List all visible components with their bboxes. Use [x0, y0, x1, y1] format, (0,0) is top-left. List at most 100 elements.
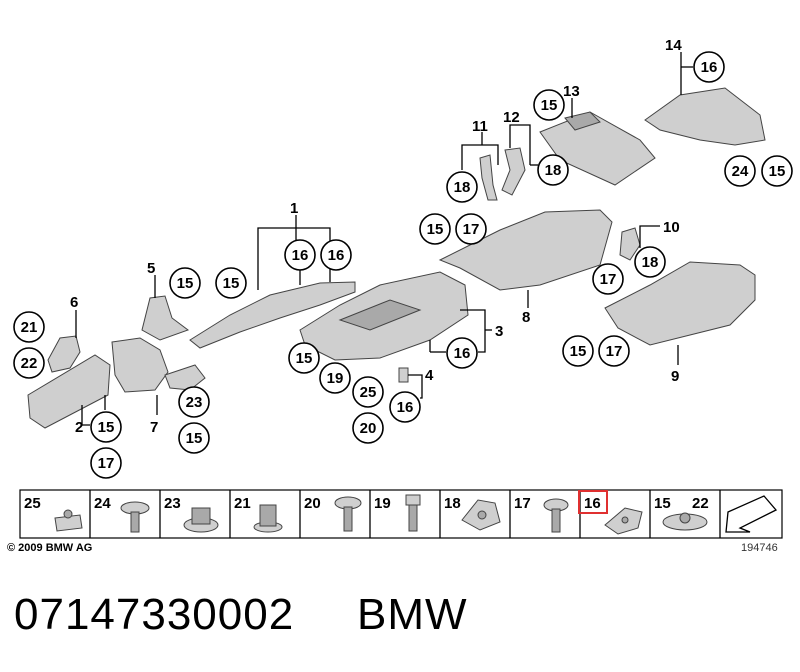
callout-16-a: 16: [693, 51, 725, 83]
callout-18-c: 18: [634, 246, 666, 278]
callout-19: 19: [319, 362, 351, 394]
label-5: 5: [147, 260, 155, 277]
strip-label-24: 24: [94, 495, 111, 512]
strip-label-21: 21: [234, 495, 251, 512]
callout-21: 21: [13, 311, 45, 343]
parts-strip: 25 24 23 21 20 19 18 17 16 15 22: [19, 489, 783, 539]
label-1: 1: [290, 200, 298, 217]
svg-text:17: 17: [98, 455, 115, 472]
callout-17-a: 17: [455, 213, 487, 245]
callout-18-b: 18: [537, 154, 569, 186]
part-7-bracket: [111, 337, 169, 393]
callout-15-d: 15: [562, 335, 594, 367]
strip-label-25: 25: [24, 495, 41, 512]
callout-23: 23: [178, 386, 210, 418]
callout-18-a: 18: [446, 171, 478, 203]
strip-icon-24-collar-screw: [120, 501, 150, 533]
copyright-notice: © 2009 BMW AG: [7, 542, 93, 554]
svg-text:17: 17: [606, 343, 623, 360]
callout-24-a: 24: [724, 155, 756, 187]
callout-16-b: 16: [446, 337, 478, 369]
part-6-bracket: [47, 335, 81, 373]
part-number: 07147330002: [14, 590, 295, 639]
callout-17-c: 17: [598, 335, 630, 367]
strip-icon-18-spring-nut: [461, 499, 501, 531]
strip-icon-17-screw: [543, 498, 569, 533]
label-7: 7: [150, 419, 158, 436]
drawing-number: 194746: [741, 542, 778, 554]
brand-name: BMW: [357, 590, 468, 639]
callout-15-f: 15: [169, 267, 201, 299]
part-1-long-shield: [189, 281, 356, 349]
strip-label-23: 23: [164, 495, 181, 512]
strip-icon-15-washer-nut: [662, 512, 708, 531]
strip-icon-20-screw: [334, 496, 362, 532]
part-8-shield: [438, 209, 613, 291]
svg-text:21: 21: [21, 319, 38, 336]
callout-15-g: 15: [288, 342, 320, 374]
svg-text:25: 25: [360, 384, 377, 401]
label-8: 8: [522, 309, 530, 326]
strip-label-18: 18: [444, 495, 461, 512]
callout-16-e: 16: [389, 391, 421, 423]
label-11: 11: [472, 118, 488, 135]
callout-17-b: 17: [592, 263, 624, 295]
svg-text:15: 15: [427, 221, 444, 238]
strip-label-20: 20: [304, 495, 321, 512]
callout-15-a: 15: [533, 89, 565, 121]
svg-text:15: 15: [177, 275, 194, 292]
svg-text:16: 16: [397, 399, 414, 416]
strip-icon-arrow: [725, 495, 778, 533]
svg-text:22: 22: [21, 355, 38, 372]
callout-15-b: 15: [761, 155, 793, 187]
svg-text:15: 15: [296, 350, 313, 367]
svg-text:16: 16: [328, 247, 345, 264]
part-14-shield: [644, 87, 766, 146]
part-4-clip: [398, 367, 409, 383]
highlight-box-16: [578, 490, 608, 514]
label-13: 13: [563, 83, 580, 100]
strip-label-16: 16: [584, 495, 601, 512]
part-11-bracket: [479, 154, 498, 201]
svg-text:16: 16: [701, 59, 718, 76]
strip-icon-23-collar-nut: [183, 507, 219, 533]
svg-text:18: 18: [642, 254, 659, 271]
label-4: 4: [425, 367, 434, 384]
part-5-bracket: [141, 295, 190, 341]
strip-icon-19-bolt: [405, 494, 421, 532]
part-10-bracket: [619, 227, 641, 261]
strip-icon-16-spring-clip: [604, 507, 643, 535]
callout-circles: 16 15 24 15 18 18 15 17 18 17 15 17 16 1…: [13, 51, 793, 479]
label-3: 3: [495, 323, 503, 340]
strip-icon-21-sleeve-nut: [253, 504, 283, 533]
strip-label-15: 15: [654, 495, 671, 512]
parts-diagram: 14 13 11 12 10 8 9 3 4 1 5 6 7 2 16 15 2…: [13, 37, 793, 539]
strip-icon-25-clip-nut: [54, 509, 83, 532]
svg-text:16: 16: [292, 247, 309, 264]
part-12-bracket: [501, 147, 526, 196]
callout-20: 20: [352, 412, 384, 444]
svg-text:23: 23: [186, 394, 203, 411]
callout-16-c: 16: [284, 239, 316, 271]
svg-text:15: 15: [98, 419, 115, 436]
svg-text:15: 15: [186, 430, 203, 447]
svg-text:15: 15: [541, 97, 558, 114]
label-6: 6: [70, 294, 78, 311]
part-9-shield: [604, 261, 756, 346]
svg-text:19: 19: [327, 370, 344, 387]
label-10: 10: [663, 219, 680, 236]
callout-15-c: 15: [419, 213, 451, 245]
part-2-plate: [27, 354, 111, 429]
part-3-detail: [338, 299, 422, 331]
svg-text:24: 24: [732, 163, 749, 180]
label-14: 14: [665, 37, 682, 54]
part-13-detail: [564, 111, 601, 131]
part-23-bracket: [164, 364, 206, 391]
callout-25: 25: [352, 376, 384, 408]
strip-label-22: 22: [692, 495, 709, 512]
svg-text:17: 17: [463, 221, 480, 238]
svg-text:17: 17: [600, 271, 617, 288]
svg-text:20: 20: [360, 420, 377, 437]
callout-16-d: 16: [320, 239, 352, 271]
callout-15-h: 15: [178, 422, 210, 454]
